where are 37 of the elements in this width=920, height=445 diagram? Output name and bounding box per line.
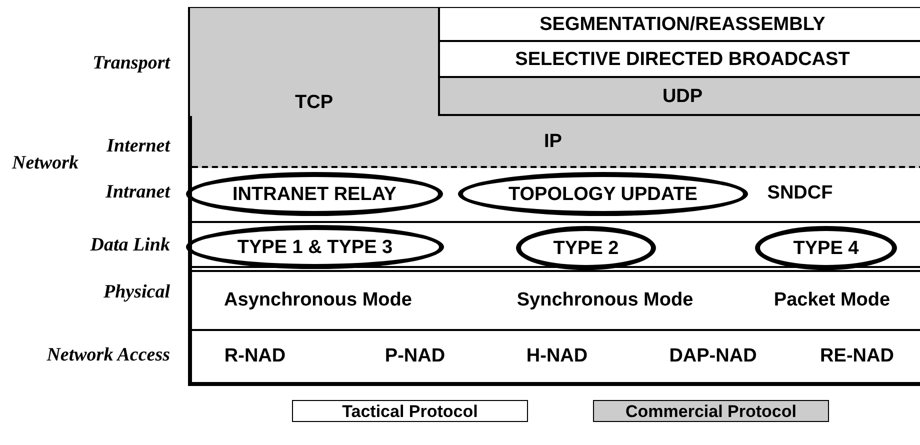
- protocol-name: TOPOLOGY UPDATE: [508, 184, 698, 204]
- layer-name: Physical: [104, 282, 170, 302]
- legend-label: Commercial Protocol: [626, 402, 796, 420]
- protocol-name: H-NAD: [526, 346, 588, 366]
- protocol-name: DAP-NAD: [669, 346, 757, 366]
- layer-name: Transport: [92, 54, 170, 72]
- protocol-name: INTRANET RELAY: [232, 184, 396, 204]
- protocol-row: [440, 8, 920, 42]
- protocol-name: P-NAD: [384, 346, 446, 366]
- protocol-block: [190, 8, 440, 116]
- protocol-name: SEGMENTATION/REASSEMBLY: [540, 14, 826, 34]
- highlight-ellipse: [755, 226, 897, 270]
- highlight-ellipse: [186, 225, 444, 269]
- layer-name: Network: [12, 154, 78, 172]
- layer-name: Network Access: [46, 346, 170, 364]
- protocol-name: RE-NAD: [820, 346, 894, 366]
- protocol-name: Packet Mode: [774, 290, 890, 310]
- protocol-name: IP: [544, 132, 562, 150]
- legend-label: Tactical Protocol: [342, 402, 478, 420]
- protocol-name: SNDCF: [767, 184, 833, 202]
- layer-name: Data Link: [90, 236, 170, 254]
- protocol-name: Asynchronous Mode: [224, 290, 412, 310]
- protocol-band: [192, 116, 920, 168]
- protocol-name: R-NAD: [224, 346, 286, 366]
- protocol-name: TCP: [295, 93, 333, 112]
- highlight-ellipse: [458, 172, 748, 216]
- protocol-name: TYPE 4: [793, 238, 859, 258]
- layer-name: Intranet: [106, 182, 170, 202]
- protocol-name: TYPE 1 & TYPE 3: [237, 238, 393, 256]
- layer-name: Internet: [106, 136, 170, 156]
- protocol-name: UDP: [662, 86, 703, 106]
- protocol-name: TYPE 2: [553, 238, 619, 258]
- highlight-ellipse: [186, 172, 443, 216]
- protocol-name: Synchronous Mode: [516, 290, 694, 310]
- protocol-name: SELECTIVE DIRECTED BROADCAST: [515, 50, 850, 68]
- protocol-row: [440, 78, 920, 116]
- highlight-ellipse: [516, 226, 656, 270]
